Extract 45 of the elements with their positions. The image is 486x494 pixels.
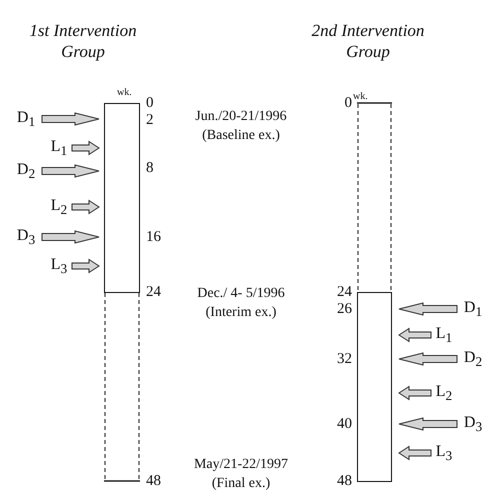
block-arrow bbox=[398, 328, 432, 342]
exam-date-label: Jun./20-21/1996 (Baseline ex.) bbox=[194, 108, 288, 145]
week-number: 32 bbox=[336, 350, 352, 368]
group-title: 1st Intervention Group bbox=[28, 20, 138, 62]
intervention-label: L$_{2}$ bbox=[49, 196, 69, 218]
intervention-label: D$_{2}$ bbox=[13, 160, 39, 182]
week-number: 24 bbox=[336, 283, 352, 301]
block-arrow bbox=[398, 417, 458, 431]
week-number: 48 bbox=[146, 472, 162, 490]
intervention-label: D$_{1}$ bbox=[13, 108, 39, 130]
block-arrow bbox=[42, 112, 100, 126]
block-arrow bbox=[398, 446, 432, 460]
intervention-label: L$_{1}$ bbox=[49, 137, 69, 159]
unit-label: wk. bbox=[353, 90, 369, 104]
block-arrow bbox=[42, 230, 100, 244]
block-arrow bbox=[42, 164, 100, 178]
intervention-label: D$_{2}$ bbox=[460, 348, 486, 370]
group-title: 2nd Intervention Group bbox=[310, 20, 426, 62]
intervention-label: D$_{3}$ bbox=[13, 226, 39, 248]
week-number: 26 bbox=[336, 300, 352, 318]
week-number: 0 bbox=[344, 94, 352, 112]
intervention-label: D$_{1}$ bbox=[460, 298, 486, 320]
period-bar bbox=[104, 103, 140, 293]
block-arrow bbox=[398, 386, 432, 400]
intervention-label: D$_{3}$ bbox=[460, 413, 486, 435]
week-number: 2 bbox=[146, 111, 154, 129]
intervention-label: L$_{3}$ bbox=[49, 255, 69, 277]
week-number: 0 bbox=[146, 94, 154, 112]
period-bar bbox=[357, 292, 392, 482]
week-number: 24 bbox=[146, 283, 162, 301]
week-number: 48 bbox=[336, 472, 352, 490]
block-arrow bbox=[398, 352, 458, 366]
unit-label: wk. bbox=[117, 86, 133, 100]
exam-date-label: Dec./ 4- 5/1996 (Interim ex.) bbox=[196, 285, 286, 322]
week-number: 8 bbox=[146, 159, 154, 177]
intervention-label: L$_{1}$ bbox=[434, 324, 454, 346]
week-number: 16 bbox=[146, 228, 162, 246]
intervention-label: L$_{3}$ bbox=[434, 442, 454, 464]
block-arrow bbox=[72, 258, 100, 274]
block-arrow bbox=[72, 200, 100, 214]
intervention-label: L$_{2}$ bbox=[434, 382, 454, 404]
exam-date-label: May/21-22/1997 (Final ex.) bbox=[192, 456, 290, 493]
week-number: 40 bbox=[336, 415, 352, 433]
block-arrow bbox=[398, 302, 458, 316]
block-arrow bbox=[72, 140, 100, 156]
